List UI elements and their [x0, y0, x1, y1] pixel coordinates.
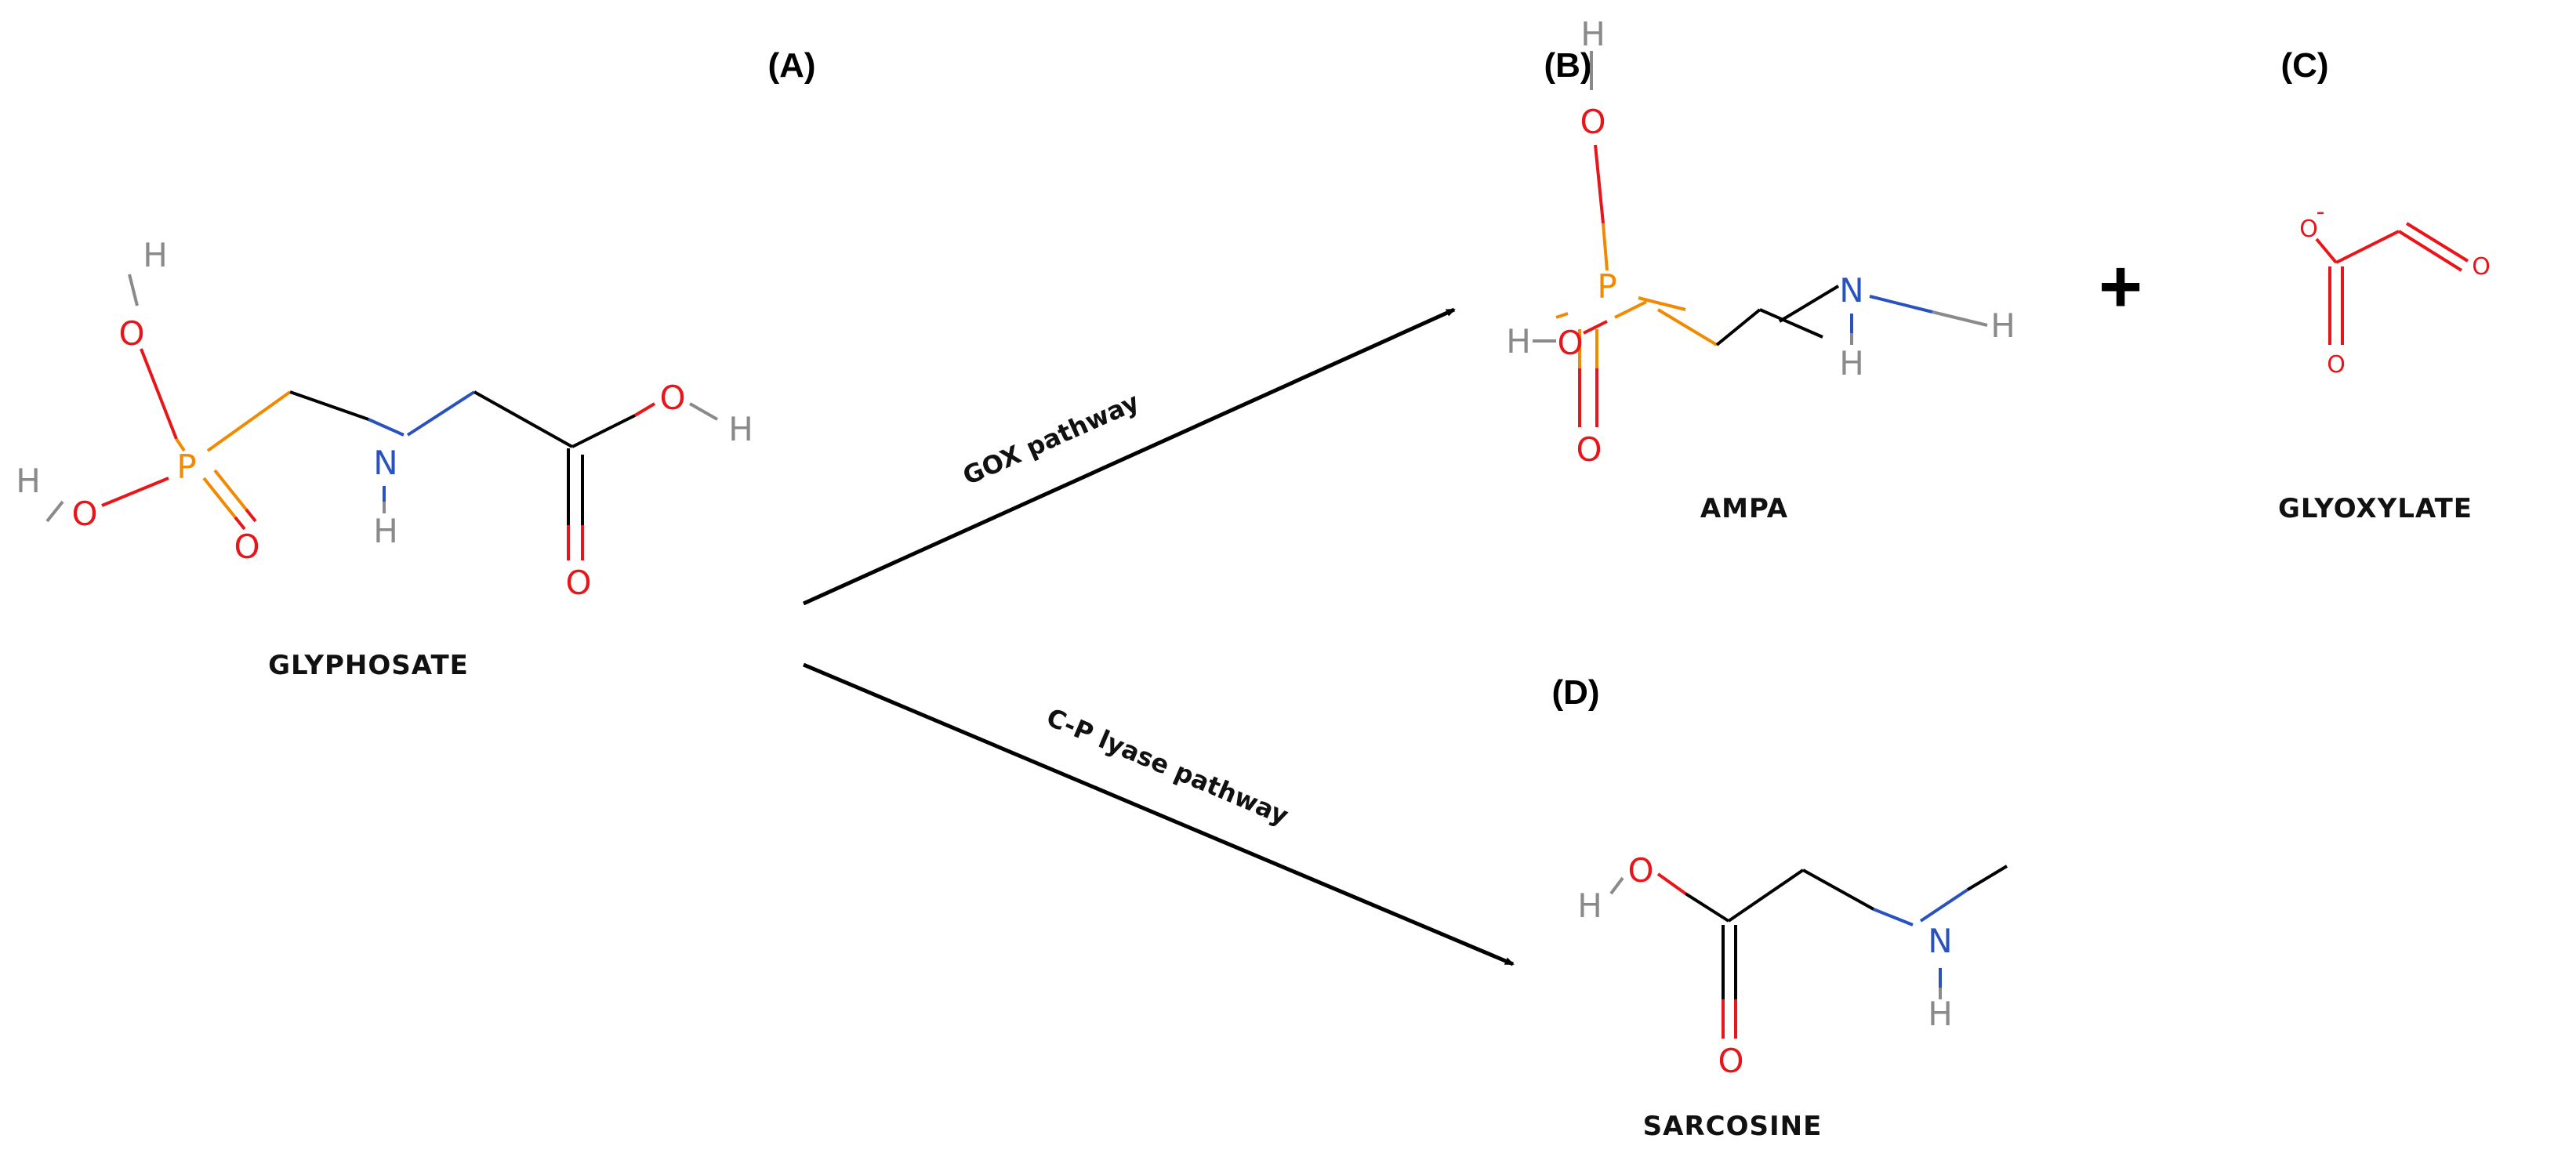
- bond: [2335, 230, 2400, 264]
- bond: [1759, 308, 1823, 339]
- bond: [1823, 314, 1838, 337]
- bond: [1778, 285, 1840, 323]
- bond: [101, 477, 169, 507]
- atom-h: H: [1580, 15, 1605, 53]
- panel-label-b: (B): [1544, 46, 1591, 85]
- bond: [1727, 868, 1805, 923]
- bond: [1609, 876, 1624, 895]
- atom-charge: -: [2317, 198, 2325, 226]
- glyoxylate-name: GLYOXYLATE: [2278, 493, 2473, 524]
- bond: [1583, 320, 1608, 335]
- bond: [140, 348, 178, 440]
- bond: [245, 508, 257, 523]
- bond: [473, 390, 573, 448]
- bond: [213, 469, 248, 511]
- bond: [406, 390, 476, 437]
- glyoxylate-structure: O - O O: [2299, 198, 2491, 379]
- plus-sign: +: [2099, 245, 2142, 328]
- cp-lyase-pathway-arrow: [803, 662, 1515, 966]
- bond: [1966, 865, 2008, 891]
- bond: [206, 390, 292, 452]
- bond: [368, 418, 405, 437]
- atom-o: O: [2327, 351, 2346, 379]
- bond: [1874, 310, 1913, 321]
- bond: [1656, 308, 1718, 346]
- bond: [1602, 223, 1609, 271]
- bond: [1684, 892, 1730, 923]
- bond: [2397, 230, 2463, 272]
- atom-n: N: [1839, 271, 1863, 310]
- atom-h: H: [1990, 306, 2015, 345]
- atom-o: O: [1718, 1042, 1743, 1080]
- atom-n: N: [1928, 922, 1952, 960]
- bond: [1802, 868, 1874, 911]
- bond: [128, 274, 139, 306]
- gox-pathway-label: GOX pathway: [958, 386, 1143, 491]
- atom-h: H: [1839, 344, 1864, 383]
- panel-label-d: (D): [1551, 673, 1599, 712]
- atom-o: O: [1580, 103, 1605, 141]
- atom-p: P: [176, 448, 196, 486]
- atom-o: O: [71, 495, 97, 533]
- bond: [1932, 310, 1988, 327]
- ampa-name: AMPA: [1700, 493, 1788, 524]
- bond: [571, 414, 636, 448]
- sarcosine-name: SARCOSINE: [1643, 1111, 1823, 1142]
- atom-o: O: [234, 528, 259, 566]
- bond: [289, 390, 369, 421]
- atom-h: H: [1928, 995, 1953, 1033]
- bond: [1715, 308, 1761, 346]
- bond: [1656, 872, 1687, 895]
- gox-pathway-arrow: [802, 307, 1456, 606]
- atom-h: H: [1577, 887, 1602, 925]
- bond: [1594, 144, 1605, 224]
- bond: [1869, 295, 1933, 314]
- atom-h: H: [373, 512, 398, 550]
- sarcosine-structure: H O N H O: [1577, 851, 2008, 1080]
- atom-n: N: [373, 444, 397, 482]
- atom-o: O: [2472, 253, 2491, 281]
- panel-label-c: (C): [2280, 46, 2328, 85]
- bond: [689, 402, 718, 421]
- atom-h: H: [16, 462, 41, 500]
- glyphosate-name: GLYPHOSATE: [268, 650, 469, 681]
- bond: [1919, 888, 1969, 923]
- cp-lyase-pathway-label: C-P lyase pathway: [1043, 702, 1293, 831]
- atom-o: O: [1576, 430, 1602, 469]
- bond: [234, 516, 246, 531]
- glyphosate-structure: H O P H O O N H O H O: [16, 236, 753, 602]
- atom-h: H: [1506, 322, 1531, 361]
- atom-o: O: [1557, 324, 1583, 362]
- bond: [2315, 237, 2338, 264]
- bond: [1873, 908, 1914, 926]
- atom-h: H: [143, 236, 168, 274]
- atom-o: O: [565, 564, 591, 602]
- panel-label-a: (A): [767, 46, 815, 85]
- atom-o: O: [1627, 851, 1653, 890]
- bond: [1638, 296, 1686, 311]
- bond: [2405, 222, 2469, 263]
- atom-o: O: [118, 314, 144, 353]
- atom-p: P: [1597, 267, 1616, 306]
- bond: [175, 437, 186, 452]
- ampa-structure: H O P H O O N H H: [1506, 15, 2015, 469]
- atom-o: O: [659, 379, 685, 417]
- bond: [202, 477, 237, 519]
- atom-o: O: [2299, 216, 2318, 243]
- bond: [1614, 300, 1647, 319]
- atom-h: H: [728, 410, 753, 448]
- bond: [633, 402, 656, 417]
- bond: [1795, 259, 1830, 278]
- bond: [1555, 312, 1569, 319]
- bond: [45, 500, 64, 523]
